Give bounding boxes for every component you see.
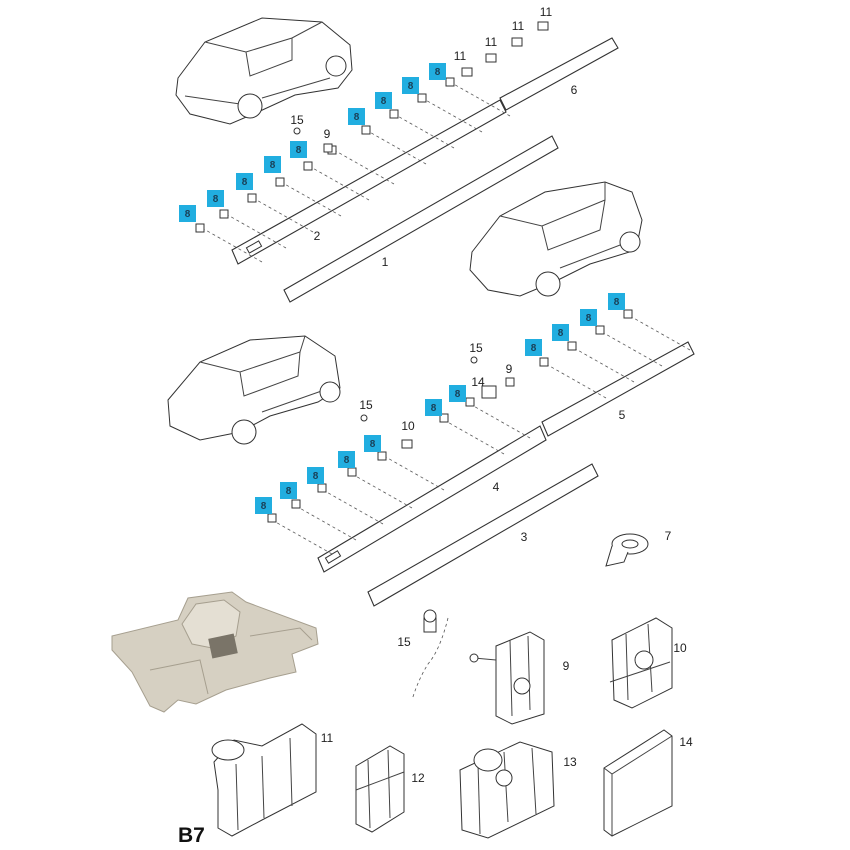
- svg-text:8: 8: [213, 194, 219, 205]
- clip-8-marker: 8: [525, 339, 542, 356]
- part-number-labels: 11 11 11 11 6 15 9 2 1 15 9 14 15 10 5 4…: [290, 5, 625, 544]
- part-10-clip: 10: [609, 617, 687, 709]
- svg-text:8: 8: [270, 160, 276, 171]
- clip-8-marker: 8: [236, 173, 253, 190]
- label-part-15: 15: [397, 635, 411, 649]
- figure-code: B7: [178, 824, 205, 847]
- label-part-6: 6: [571, 83, 578, 97]
- clip-8-marker: 8: [207, 190, 224, 207]
- part-11-clip: 11: [211, 723, 334, 837]
- svg-text:8: 8: [296, 145, 302, 156]
- label-part-11: 11: [321, 731, 334, 745]
- part-13-clip: 13: [459, 741, 577, 839]
- clip-8-marker: 8: [425, 399, 442, 416]
- label-part-9: 9: [506, 362, 513, 376]
- clip-8-marker: 8: [364, 435, 381, 452]
- label-part-14: 14: [679, 735, 693, 749]
- clip-8-marker: 8: [608, 293, 625, 310]
- label-part-7: 7: [665, 529, 672, 543]
- svg-text:8: 8: [435, 67, 441, 78]
- label-part-15: 15: [290, 113, 304, 127]
- clip-8-marker: 8: [264, 156, 281, 173]
- part-9-clip: 9: [469, 631, 570, 725]
- label-part-3: 3: [521, 530, 528, 544]
- label-part-2: 2: [314, 229, 321, 243]
- svg-text:8: 8: [408, 81, 414, 92]
- label-part-15: 15: [359, 398, 373, 412]
- trim-strip-2: [231, 99, 507, 265]
- trim-strip-1: [283, 135, 559, 303]
- trim-strip-3: [367, 463, 599, 607]
- label-part-10: 10: [401, 419, 415, 433]
- svg-text:8: 8: [354, 112, 360, 123]
- label-part-4: 4: [493, 480, 500, 494]
- label-part-11: 11: [485, 35, 498, 49]
- svg-text:8: 8: [286, 486, 292, 497]
- clip-photo: [111, 591, 319, 713]
- part-12-clip: 12: [355, 745, 425, 833]
- label-part-11: 11: [512, 19, 525, 33]
- clip-8-marker: 8: [290, 141, 307, 158]
- svg-text:8: 8: [558, 328, 564, 339]
- svg-text:8: 8: [370, 439, 376, 450]
- clip-8-marker: 8: [338, 451, 355, 468]
- label-part-14: 14: [471, 375, 485, 389]
- svg-text:8: 8: [242, 177, 248, 188]
- svg-text:8: 8: [261, 501, 267, 512]
- svg-text:8: 8: [381, 96, 387, 107]
- label-part-11: 11: [454, 49, 467, 63]
- trim-strip-4: [317, 425, 547, 573]
- label-part-15: 15: [469, 341, 483, 355]
- svg-text:8: 8: [185, 209, 191, 220]
- part-14-pad: 14: [603, 729, 693, 837]
- clip-8-marker: 8: [580, 309, 597, 326]
- part-15-push-pin: 15: [397, 609, 449, 701]
- highlight-marker-group: 8 8 8 8 8 8 8 8 8 8 8 8 8 8 8 8 8 8 8 8: [179, 63, 625, 514]
- svg-text:8: 8: [431, 403, 437, 414]
- label-part-11: 11: [540, 5, 553, 19]
- clip-icons: [195, 21, 633, 523]
- clip-8-marker: 8: [429, 63, 446, 80]
- label-part-9: 9: [324, 127, 331, 141]
- label-part-9: 9: [563, 659, 570, 673]
- svg-text:8: 8: [344, 455, 350, 466]
- part-7-tape-roll: 7: [605, 529, 672, 567]
- svg-text:8: 8: [531, 343, 537, 354]
- clip-8-marker: 8: [449, 385, 466, 402]
- label-part-12: 12: [411, 771, 425, 785]
- clip-8-marker: 8: [280, 482, 297, 499]
- svg-text:8: 8: [313, 471, 319, 482]
- clip-8-marker: 8: [552, 324, 569, 341]
- svg-text:8: 8: [586, 313, 592, 324]
- clip-8-marker: 8: [179, 205, 196, 222]
- trim-strip-5: [541, 341, 695, 437]
- car-hatchback-illustration: [175, 17, 353, 125]
- clip-8-marker: 8: [375, 92, 392, 109]
- clip-8-marker: 8: [402, 77, 419, 94]
- car-sedan-illustration: [167, 335, 341, 445]
- svg-text:8: 8: [455, 389, 461, 400]
- label-part-13: 13: [563, 755, 577, 769]
- label-part-10: 10: [673, 641, 687, 655]
- clip-8-marker: 8: [255, 497, 272, 514]
- label-part-1: 1: [382, 255, 389, 269]
- label-part-5: 5: [619, 408, 626, 422]
- trim-strip-6: [499, 37, 619, 111]
- car-wagon-illustration: [469, 181, 643, 297]
- clip-8-marker: 8: [307, 467, 324, 484]
- svg-text:8: 8: [614, 297, 620, 308]
- clip-8-marker: 8: [348, 108, 365, 125]
